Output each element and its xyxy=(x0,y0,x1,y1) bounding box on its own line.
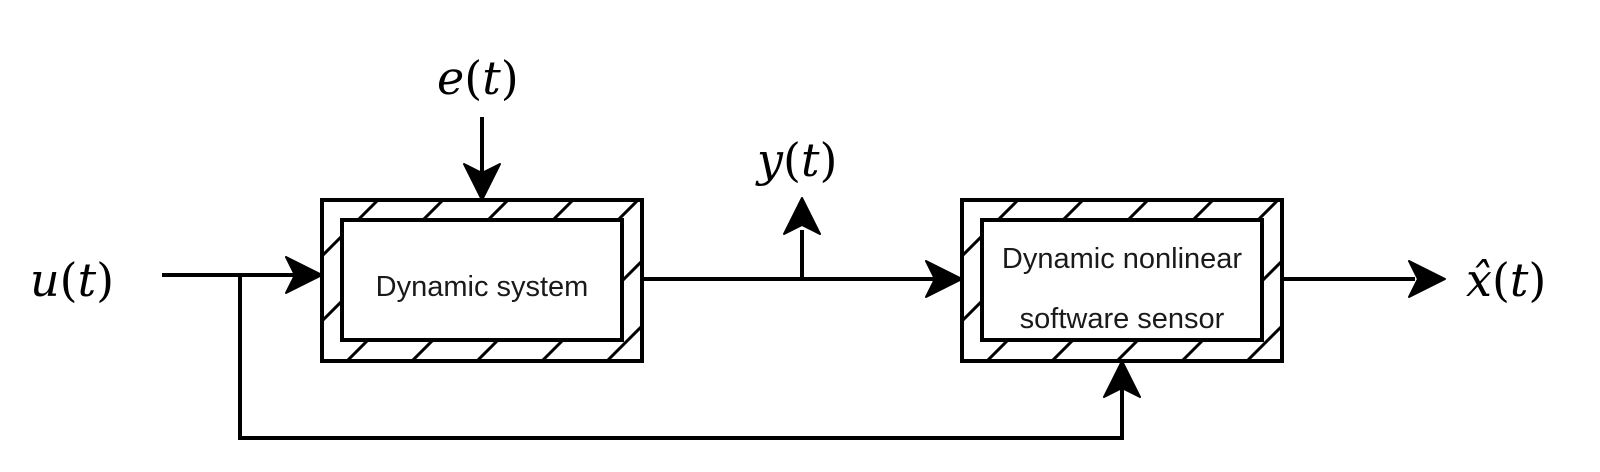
software-sensor-block: Dynamic nonlinear software sensor xyxy=(960,198,1284,363)
dynamic-system-inner-frame xyxy=(340,218,624,342)
input-arrowhead xyxy=(285,256,323,294)
software-sensor-label-line2: software sensor xyxy=(1020,303,1225,335)
software-sensor-label-line1: Dynamic nonlinear xyxy=(1002,243,1243,275)
dynamic-system-label: Dynamic system xyxy=(376,271,589,303)
feedforward-path xyxy=(238,275,1124,440)
input-signal-label: u(t) xyxy=(30,253,114,307)
estimate-signal-label: x̂(t) xyxy=(1466,253,1546,307)
disturbance-arrowhead xyxy=(463,163,501,201)
measurement-signal-label: y(t) xyxy=(755,133,837,187)
software-sensor-inner-frame xyxy=(980,218,1264,342)
connections xyxy=(162,117,1415,440)
arrowheads xyxy=(285,163,1446,398)
output-arrowhead xyxy=(925,260,963,298)
disturbance-signal-label: e(t) xyxy=(437,51,519,105)
estimate-arrowhead xyxy=(1408,260,1446,298)
feedforward-arrowhead xyxy=(1103,360,1141,398)
dynamic-system-block: Dynamic system xyxy=(320,198,644,363)
measurement-arrowhead xyxy=(783,197,821,235)
